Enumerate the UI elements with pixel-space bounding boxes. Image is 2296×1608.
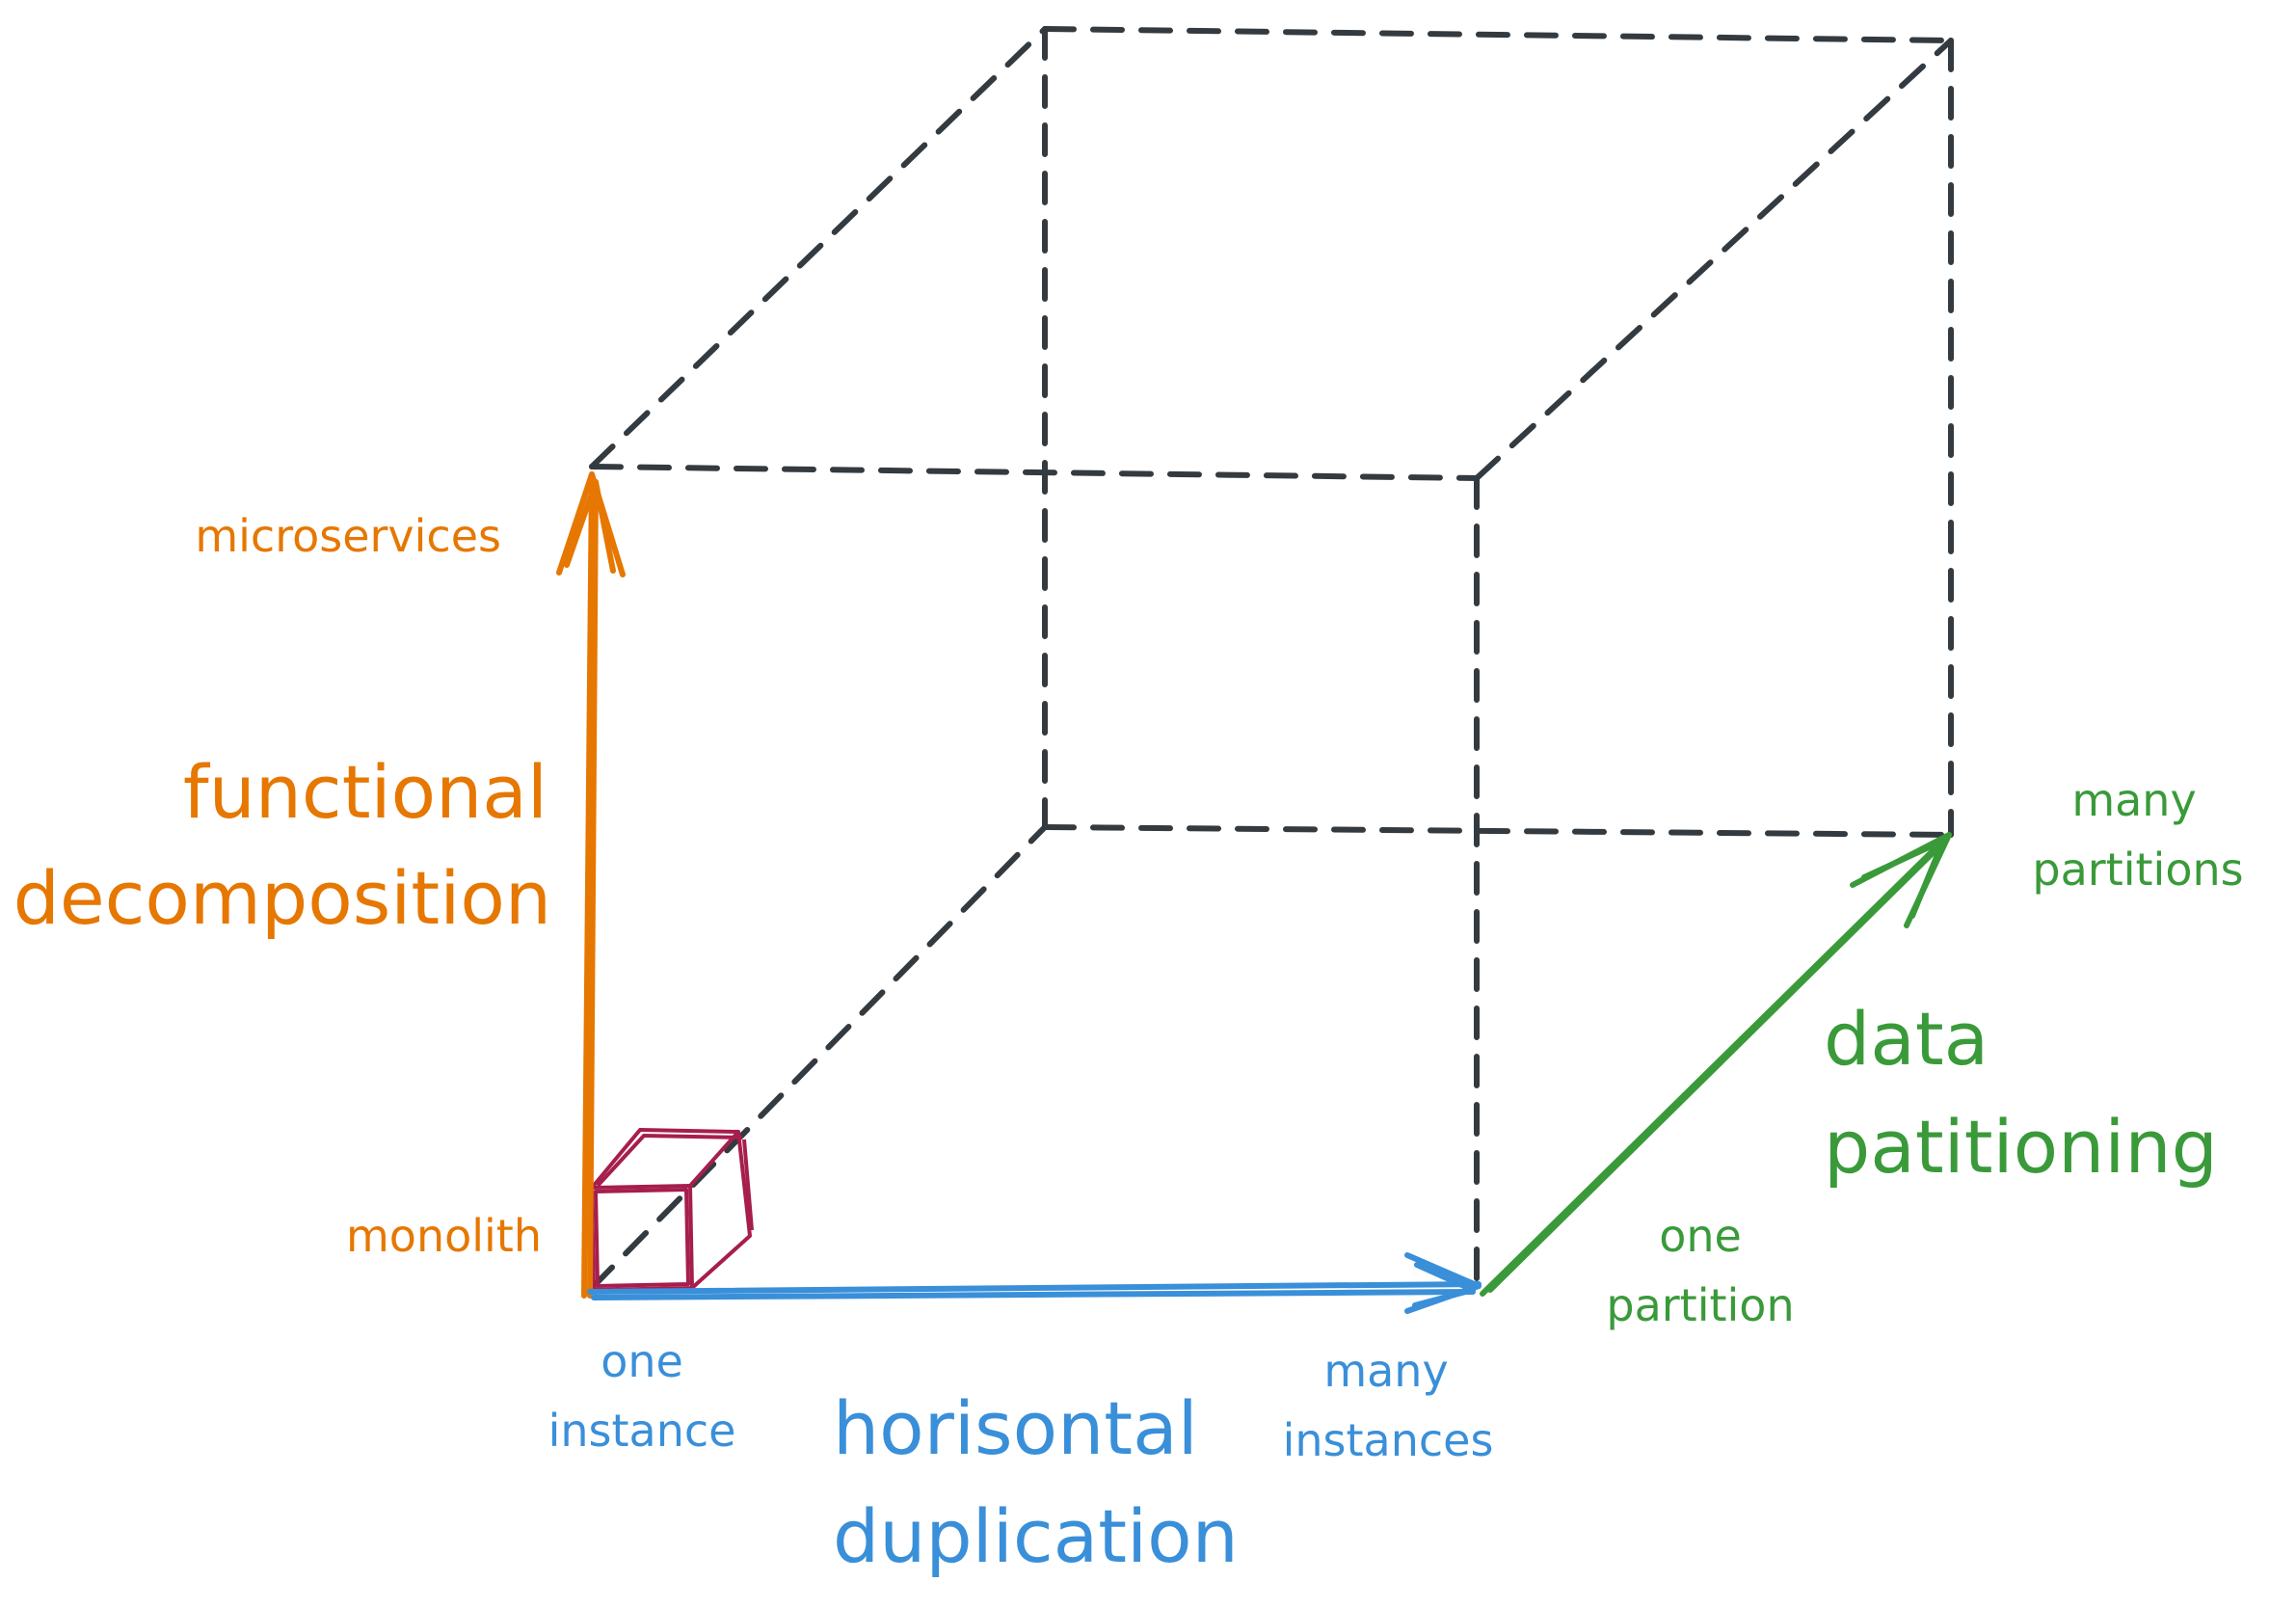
cube-edge-back-top — [1042, 26, 1954, 43]
title-decomposition: decomposition — [13, 855, 551, 941]
horizontal-axis-arrow — [587, 1252, 1482, 1314]
cube-edge-depth-top-left — [589, 26, 1048, 469]
label-many-instances-line1: many — [1323, 1345, 1448, 1397]
title-horisontal: horisontal — [833, 1385, 1198, 1471]
cube-edge-back-bottom — [1042, 824, 1954, 838]
label-microservices: microservices — [195, 510, 501, 562]
title-duplication: duplication — [833, 1493, 1239, 1579]
cube-edge-front-top — [589, 464, 1480, 481]
cube-edge-depth-bottom-left — [589, 824, 1048, 1291]
label-monolith: monolith — [346, 1210, 542, 1262]
title-data: data — [1824, 996, 1989, 1082]
label-one-instance-line2: instance — [548, 1405, 736, 1457]
label-one-partition-line1: one — [1659, 1210, 1742, 1262]
title-functional: functional — [183, 749, 547, 835]
label-many-partitions-line2: partitions — [2032, 844, 2243, 896]
label-many-partitions-line1: many — [2071, 774, 2196, 826]
label-one-instance-line1: one — [601, 1335, 683, 1387]
depth-axis-arrow — [1480, 832, 1952, 1297]
title-patitioning: patitioning — [1824, 1104, 2218, 1190]
label-many-instances-line2: instances — [1283, 1414, 1494, 1466]
cube-edge-depth-top-right — [1474, 38, 1954, 481]
label-one-partition-line2: partition — [1606, 1279, 1794, 1331]
vertical-axis-arrow — [556, 471, 626, 1299]
monolith-cube — [590, 1128, 754, 1292]
dashed-cube — [589, 26, 1954, 1293]
